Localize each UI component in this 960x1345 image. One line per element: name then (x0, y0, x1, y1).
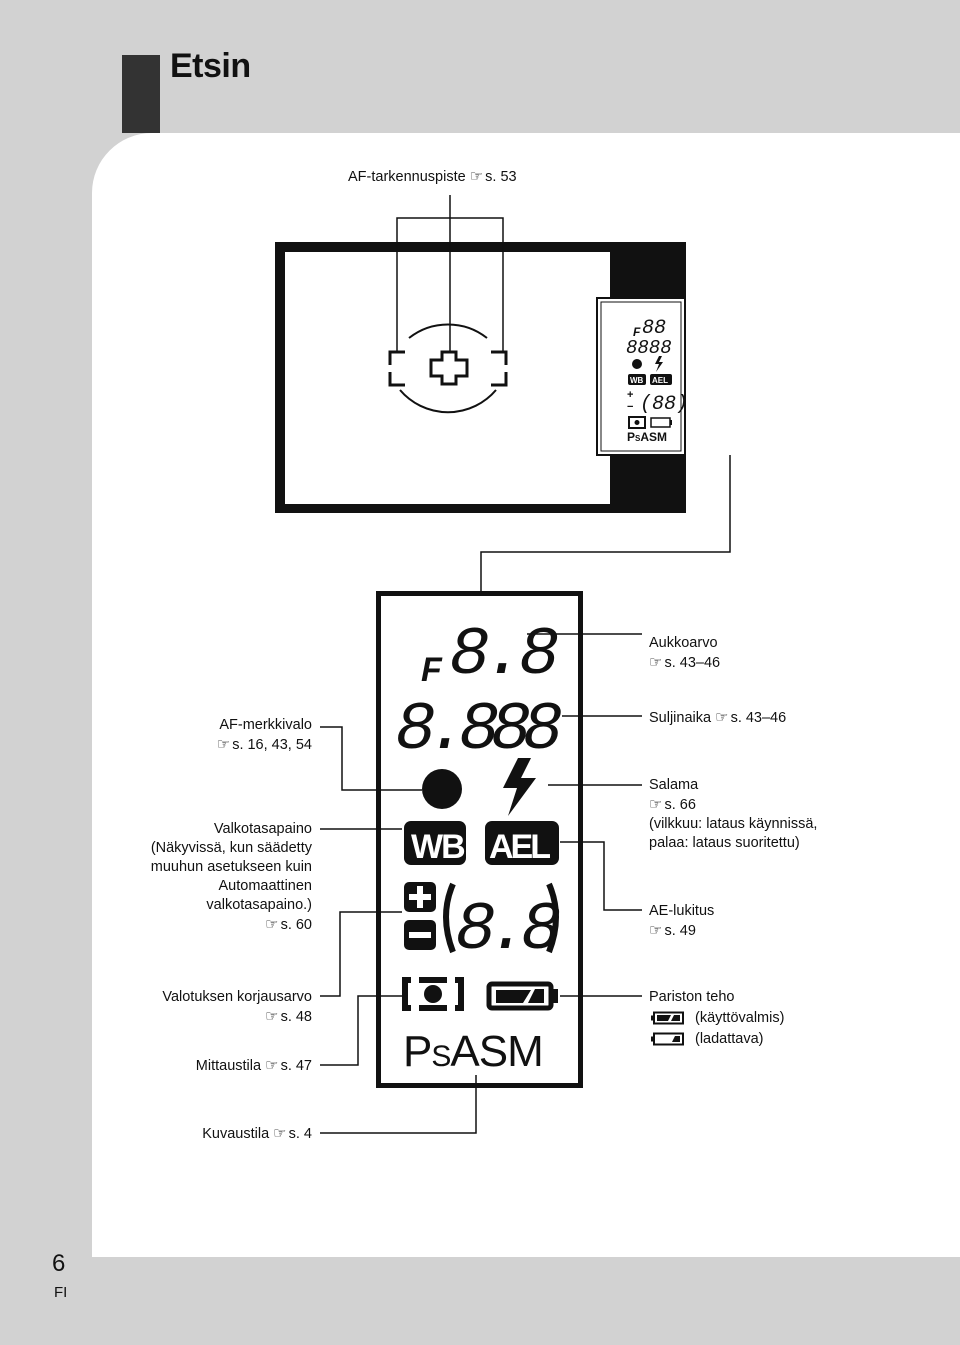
svg-text:+: + (627, 389, 633, 401)
battery-full-icon (651, 1011, 684, 1025)
label-metering: Mittaustila ☞s. 47 (196, 1056, 312, 1076)
label-battery-text: Pariston teho (649, 989, 735, 1005)
lcd-shutter-digits: 8.888 (395, 692, 561, 769)
label-ae-lock-text: AE-lukitus (649, 903, 715, 919)
label-shutter-text: Suljinaika (649, 710, 712, 726)
ael-indicator (485, 821, 559, 865)
label-af-lamp: AF-merkkivalo ☞s. 16, 43, 54 (217, 716, 312, 755)
label-wb-line1: Valkotasapaino (213, 821, 312, 837)
label-wb-line3: muuhun asetukseen kuin (150, 859, 312, 875)
plus-icon (404, 882, 436, 912)
comp-bracket-left (443, 882, 456, 954)
label-shutter-ref: s. 43–46 (730, 710, 787, 726)
label-wb-ref: s. 60 (280, 917, 312, 933)
af-center-mark (429, 350, 469, 386)
svg-text:88: 88 (642, 317, 666, 340)
lcd-ael-text: AEL (489, 828, 550, 866)
page-title: Etsin (170, 47, 251, 85)
lcd-aperture-digits: 8.8 (449, 617, 558, 694)
page-number: 6 (52, 1250, 66, 1277)
label-exposure-comp: Valotuksen korjausarvo ☞s. 48 (162, 988, 312, 1027)
battery-icon (486, 981, 558, 1011)
hand-pointer-icon: ☞ (265, 1008, 279, 1025)
label-af-lamp-text: AF-merkkivalo (219, 717, 312, 733)
label-af-point-text: AF-tarkennuspiste (348, 169, 466, 185)
label-shutter: Suljinaika ☞s. 43–46 (649, 708, 786, 728)
language-code: FI (54, 1284, 68, 1301)
hand-pointer-icon: ☞ (715, 709, 729, 726)
hand-pointer-icon: ☞ (469, 168, 484, 185)
svg-text:PSASM: PSASM (627, 430, 667, 444)
lcd-comp-digits: 8.8 (455, 892, 560, 969)
label-af-point: AF-tarkennuspiste ☞s. 53 (348, 167, 517, 187)
hand-pointer-icon: ☞ (649, 796, 663, 813)
svg-text:(88): (88) (640, 393, 688, 416)
label-exposure-comp-text: Valotuksen korjausarvo (162, 989, 312, 1005)
label-wb: Valkotasapaino (Näkyvissä, kun säädetty … (151, 820, 312, 935)
wb-indicator (404, 821, 466, 865)
af-confirm-dot-icon (422, 769, 462, 809)
label-aperture-text: Aukkoarvo (649, 635, 718, 651)
label-metering-ref: s. 47 (280, 1058, 312, 1074)
label-metering-text: Mittaustila (195, 1058, 262, 1074)
label-flash-ref: s. 66 (664, 797, 696, 813)
label-exposure-comp-ref: s. 48 (280, 1009, 312, 1025)
label-ae-lock-ref: s. 49 (664, 923, 696, 939)
svg-text:WB: WB (630, 376, 644, 385)
viewfinder-frame: F 88 8888 WB AEL + − (88) PSASM (275, 195, 731, 592)
hand-pointer-icon: ☞ (265, 1057, 279, 1074)
label-af-lamp-ref: s. 16, 43, 54 (232, 737, 312, 753)
label-aperture-ref: s. 43–46 (664, 655, 721, 671)
label-battery-charging: (ladattava) (695, 1031, 764, 1047)
label-af-point-ref: s. 53 (485, 169, 517, 185)
hand-pointer-icon: ☞ (216, 736, 231, 753)
label-wb-line4: Automaattinen (218, 878, 312, 894)
lcd-mode-text: PSASM (403, 1027, 543, 1076)
label-ae-lock: AE-lukitus ☞s. 49 (649, 902, 714, 941)
comp-bracket-right (546, 882, 559, 954)
af-bracket-right (491, 350, 508, 387)
label-aperture: Aukkoarvo ☞s. 43–46 (649, 634, 720, 673)
label-flash: Salama ☞s. 66 (vilkkuu: lataus käynnissä… (649, 776, 817, 853)
label-mode: Kuvaustila ☞s. 4 (202, 1124, 312, 1144)
hand-pointer-icon: ☞ (265, 916, 279, 933)
svg-text:F: F (633, 325, 641, 339)
label-battery: Pariston teho (käyttövalmis) (ladattava) (649, 988, 784, 1049)
af-bracket-left (388, 350, 405, 387)
label-flash-note2: palaa: lataus suoritettu) (649, 835, 800, 851)
svg-text:8888: 8888 (626, 337, 672, 359)
label-flash-text: Salama (649, 777, 699, 793)
label-mode-text: Kuvaustila (202, 1126, 270, 1142)
title-marker (122, 55, 160, 133)
label-mode-ref: s. 4 (288, 1126, 312, 1142)
lcd-f-prefix: F (421, 651, 443, 689)
svg-text:AEL: AEL (652, 376, 668, 385)
flash-icon (503, 758, 536, 816)
hand-pointer-icon: ☞ (273, 1125, 287, 1142)
svg-text:−: − (627, 401, 633, 413)
battery-low-icon (651, 1032, 684, 1046)
label-wb-line5: valkotasapaino.) (206, 897, 312, 913)
hand-pointer-icon: ☞ (649, 922, 663, 939)
label-battery-ready: (käyttövalmis) (695, 1010, 785, 1026)
minus-icon (404, 920, 436, 950)
label-wb-line2: (Näkyvissä, kun säädetty (150, 840, 312, 856)
metering-icon (402, 977, 464, 1011)
lcd-wb-text: WB (411, 828, 465, 866)
label-flash-note1: (vilkkuu: lataus käynnissä, (649, 816, 818, 832)
lcd-content: F 8.8 8.888 WB AEL 8.8 PSASM (395, 617, 570, 1076)
hand-pointer-icon: ☞ (649, 654, 663, 671)
